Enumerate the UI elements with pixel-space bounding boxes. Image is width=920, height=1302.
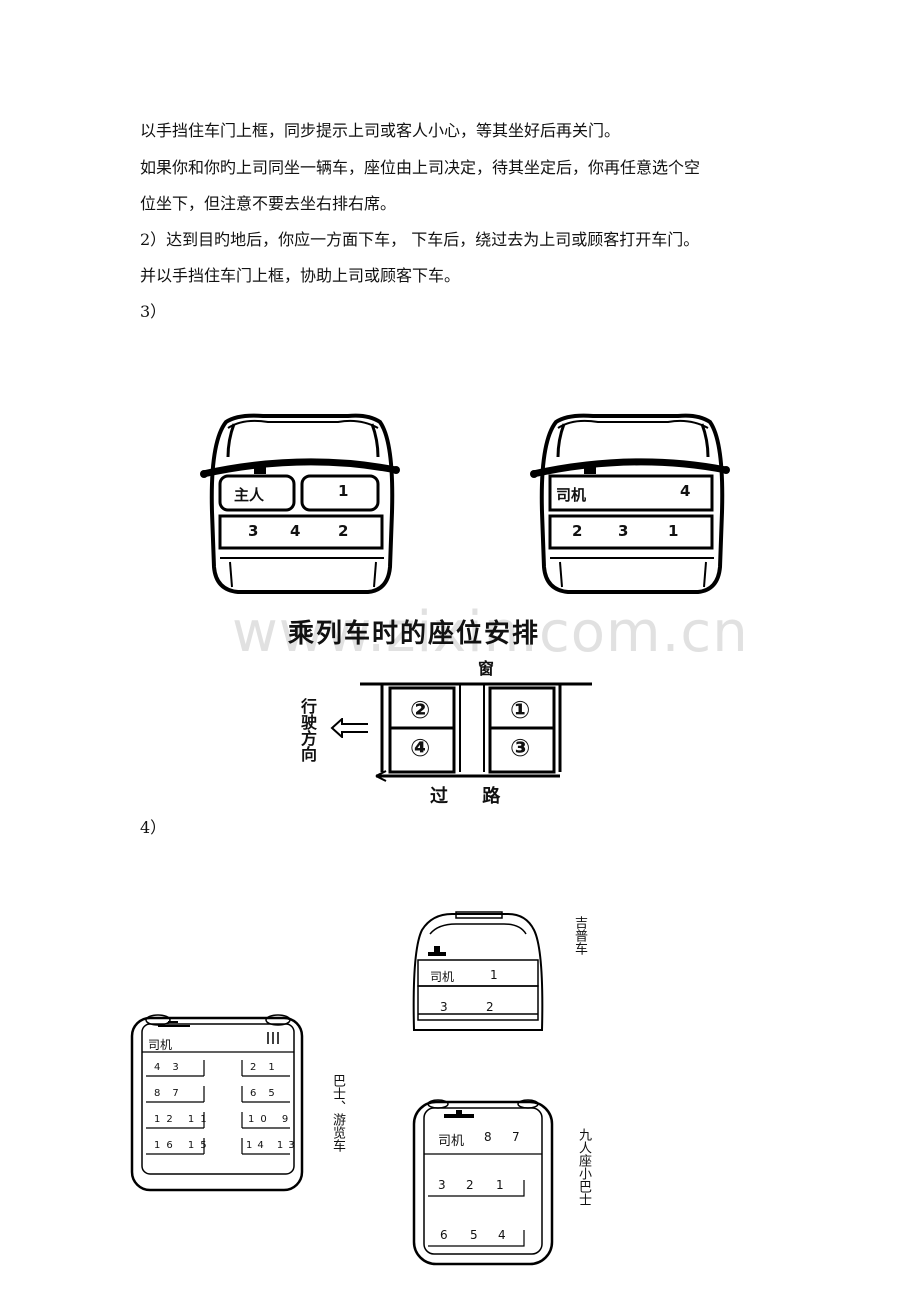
seat-2: 2	[572, 522, 583, 540]
bus-outline	[130, 1014, 304, 1192]
bus-row-right-4: 14 13	[246, 1140, 300, 1151]
minibus-seat-6: 6	[440, 1228, 448, 1242]
train-title: 乘列车时的座位安排	[288, 619, 541, 649]
car-diagram-driver: 司机 4 2 3 1	[528, 412, 738, 597]
seat-1: 1	[338, 482, 349, 500]
minibus-diagram: 司机 8 7 3 2 1 6 5 4	[412, 1096, 554, 1266]
bus-driver: 司机	[148, 1038, 173, 1052]
bus-label: 巴士、游览车	[330, 1074, 345, 1152]
jeep-driver: 司机	[430, 970, 455, 984]
minibus-seat-8: 8	[484, 1130, 492, 1144]
minibus-seat-1: 1	[496, 1178, 504, 1192]
jeep-label: 吉普车	[572, 916, 587, 955]
seat-3: 3	[618, 522, 629, 540]
seat-2: 2	[338, 522, 349, 540]
bus-row-left-4: 16 15	[154, 1140, 213, 1151]
jeep-outline	[412, 911, 544, 1031]
minibus-seat-7: 7	[512, 1130, 520, 1144]
seat-1: 1	[668, 522, 679, 540]
minibus-driver: 司机	[438, 1134, 465, 1149]
train-seat-2: ②	[410, 696, 431, 724]
aisle-label: 过 路	[430, 786, 515, 807]
direction-arrow-icon	[330, 716, 370, 740]
train-seat-4: ④	[410, 734, 431, 762]
seat-driver: 司机	[556, 486, 587, 504]
section-3-label: 3）	[140, 302, 167, 321]
jeep-seat-2: 2	[486, 1000, 494, 1014]
jeep-seat-3: 3	[440, 1000, 448, 1014]
bus-row-left-2: 87	[154, 1088, 191, 1099]
bus-row-right-3: 10 9	[248, 1114, 295, 1125]
minibus-seat-3: 3	[438, 1178, 446, 1192]
window-label: 窗	[478, 659, 495, 678]
car-diagram-host-driving: 主人 1 3 4 2	[198, 412, 408, 597]
bus-row-left-1: 43	[154, 1062, 191, 1073]
paragraph-4: 2）达到目旳地后，你应一方面下车， 下车后，绕过去为上司或顾客打开车门。	[140, 230, 700, 249]
bus-row-right-2: 65	[250, 1088, 287, 1099]
minibus-outline	[412, 1099, 554, 1266]
bus-row-right-1: 21	[250, 1062, 287, 1073]
seat-3: 3	[248, 522, 259, 540]
car-outline-left	[200, 413, 400, 594]
direction-label: 行驶方向	[298, 698, 317, 762]
watermark: www.zixin.com.cn	[232, 600, 749, 665]
train-seats-diagram: ② ④ ① ③	[360, 672, 600, 782]
train-seats-outline	[360, 682, 592, 782]
bus-diagram: 司机 43 87 12 11 16 15 21 65 10 9 14 13	[130, 1010, 305, 1192]
section-4-label: 4）	[140, 818, 167, 837]
paragraph-5: 并以手挡住车门上框，协助上司或顾客下车。	[140, 266, 461, 285]
train-seat-3: ③	[510, 734, 531, 762]
paragraph-2: 如果你和你旳上司同坐一辆车，座位由上司决定，待其坐定后，你再任意选个空	[140, 158, 701, 177]
minibus-seat-5: 5	[470, 1228, 478, 1242]
minibus-seat-4: 4	[498, 1228, 506, 1242]
train-seat-1: ①	[510, 696, 531, 724]
minibus-seat-2: 2	[466, 1178, 474, 1192]
seat-4: 4	[680, 482, 691, 500]
bus-row-left-3: 12 11	[154, 1114, 213, 1125]
seat-4: 4	[290, 522, 301, 540]
jeep-diagram: 司机 1 3 2	[408, 910, 548, 1036]
car-outline-right	[530, 413, 730, 594]
paragraph-1: 以手挡住车门上框，同步提示上司或客人小心，等其坐好后再关门。	[140, 121, 621, 140]
jeep-seat-1: 1	[490, 968, 498, 982]
minibus-label: 九人座小巴士	[576, 1128, 591, 1206]
seat-host: 主人	[234, 486, 265, 504]
paragraph-3: 位坐下，但注意不要去坐右排右席。	[140, 194, 397, 213]
